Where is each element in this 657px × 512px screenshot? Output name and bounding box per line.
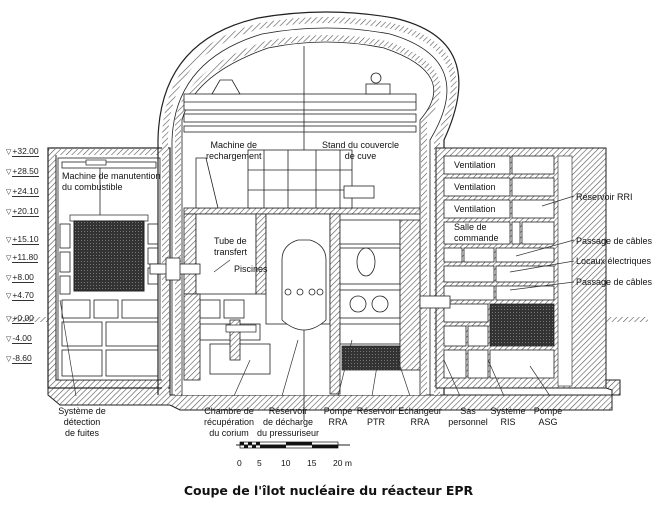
rra-heat-exchanger-room — [341, 345, 405, 371]
level-marker: ▽+4.70 — [6, 290, 34, 301]
level-marker: ▽+0.00 — [6, 313, 34, 324]
level-marker: ▽+20.10 — [6, 206, 39, 217]
level-marker: ▽+8.00 — [6, 272, 34, 283]
label-ventilation: Ventilation — [454, 160, 496, 170]
level-marker: ▽+24.10 — [6, 186, 39, 197]
label-rri-tank: Réservoir RRI — [576, 192, 633, 202]
scale-tick: 20 m — [333, 458, 352, 468]
level-marker: ▽+32.00 — [6, 146, 39, 157]
scale-bar — [236, 441, 350, 449]
leader-lines — [59, 195, 575, 397]
label-cable-passage: Passage de câbles — [576, 236, 653, 246]
scale-tick: 5 — [257, 458, 262, 468]
corium-spreading-label-box — [225, 324, 257, 333]
scale-tick: 0 — [237, 458, 242, 468]
outer-containment — [157, 11, 460, 395]
reactor-vessel — [281, 239, 327, 331]
figure-caption: Coupe de l'îlot nucléaire du réacteur EP… — [183, 483, 474, 498]
label-ventilation: Ventilation — [454, 204, 496, 214]
ground-line — [10, 317, 648, 322]
level-marker: ▽+15.10 — [6, 234, 39, 245]
level-marker: ▽+28.50 — [6, 166, 39, 177]
level-marker: ▽-4.00 — [6, 333, 32, 344]
scale-tick: 15 — [307, 458, 317, 468]
level-marker: ▽+11.80 — [6, 252, 38, 263]
asg-tank — [489, 303, 555, 347]
label-electrical-rooms: Locaux électriques — [576, 256, 652, 266]
label-ventilation: Ventilation — [454, 182, 496, 192]
label-pools: Piscines — [234, 264, 268, 274]
scale-tick: 10 — [281, 458, 291, 468]
level-marker: ▽-8.60 — [6, 353, 32, 364]
fuel-storage-pool — [73, 220, 145, 292]
label-cable-passage: Passage de câbles — [576, 277, 653, 287]
